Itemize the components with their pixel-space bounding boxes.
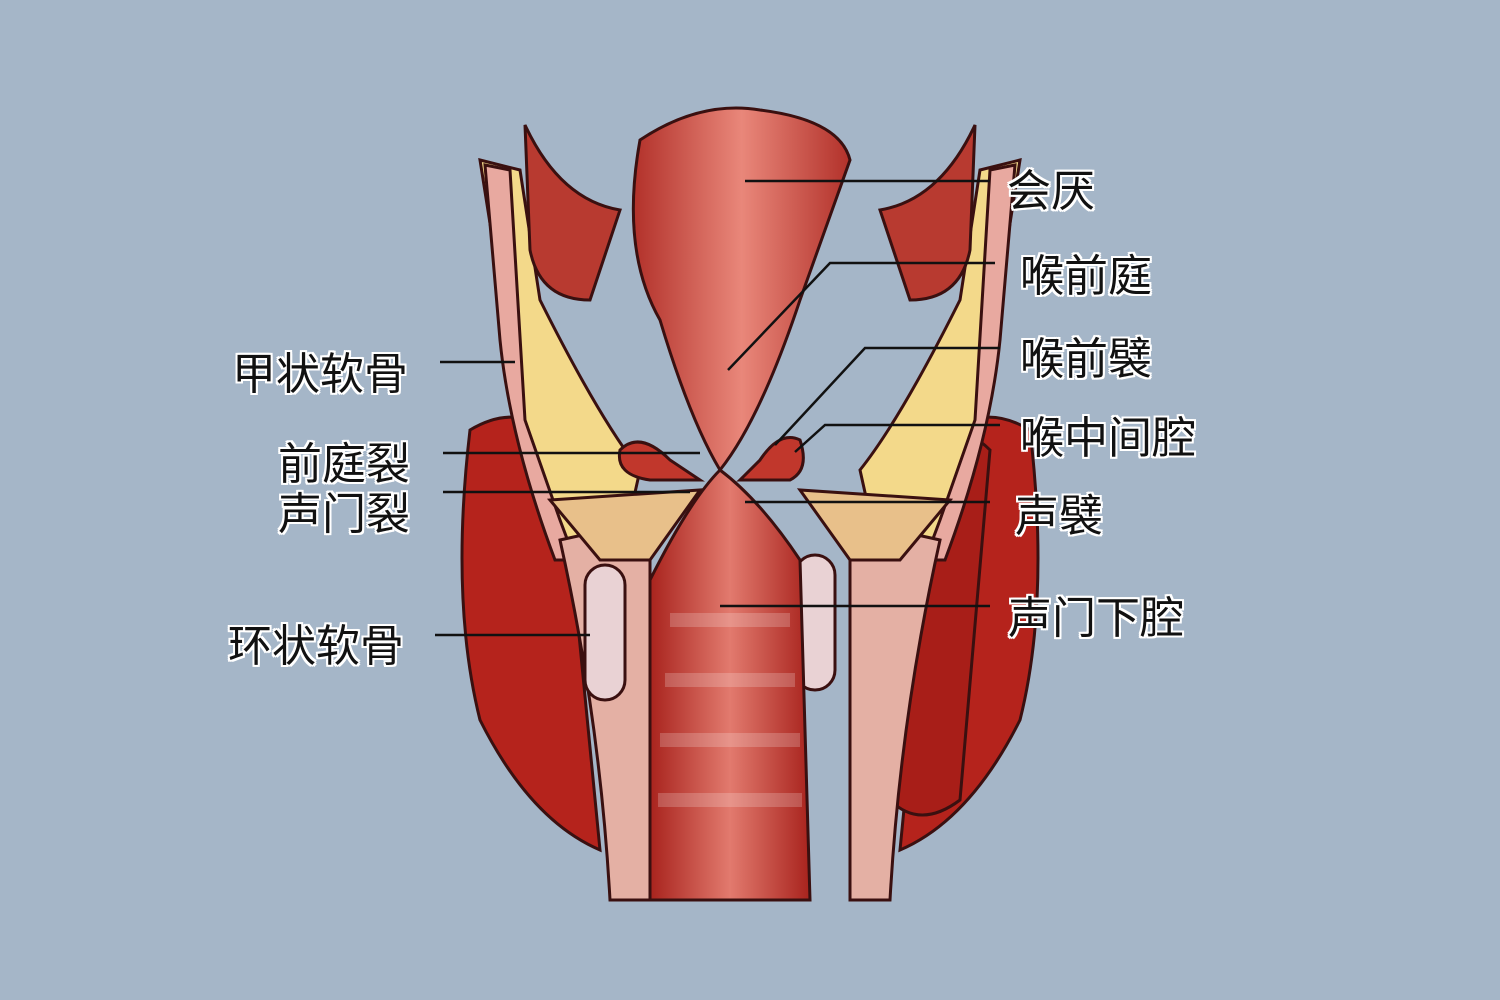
leader-line-vestibular-fold bbox=[774, 346, 1000, 446]
label-laryngeal-vestibule: 喉前庭 bbox=[1020, 251, 1152, 302]
label-glottis: 声门裂 bbox=[278, 489, 410, 540]
label-epiglottis: 会厌 bbox=[1007, 166, 1095, 217]
label-thyroid-cartilage: 甲状软骨 bbox=[232, 349, 408, 400]
label-subglottic-cavity: 声门下腔 bbox=[1008, 593, 1184, 644]
label-intermediate-cavity: 喉中间腔 bbox=[1020, 413, 1196, 464]
label-vocal-fold: 声襞 bbox=[1015, 491, 1103, 542]
label-cricoid-cartilage: 环状软骨 bbox=[228, 621, 404, 672]
epiglottis bbox=[631, 106, 852, 473]
trachea bbox=[648, 468, 812, 902]
left-cricoid-cartilage bbox=[583, 563, 627, 702]
leader-line-vestibule bbox=[727, 261, 995, 371]
leader-lines bbox=[435, 179, 1000, 637]
label-vestibular-fissure: 前庭裂 bbox=[278, 439, 410, 490]
leader-line-intermediate-cavity bbox=[794, 423, 1000, 453]
label-vestibular-fold: 喉前襞 bbox=[1020, 334, 1152, 385]
